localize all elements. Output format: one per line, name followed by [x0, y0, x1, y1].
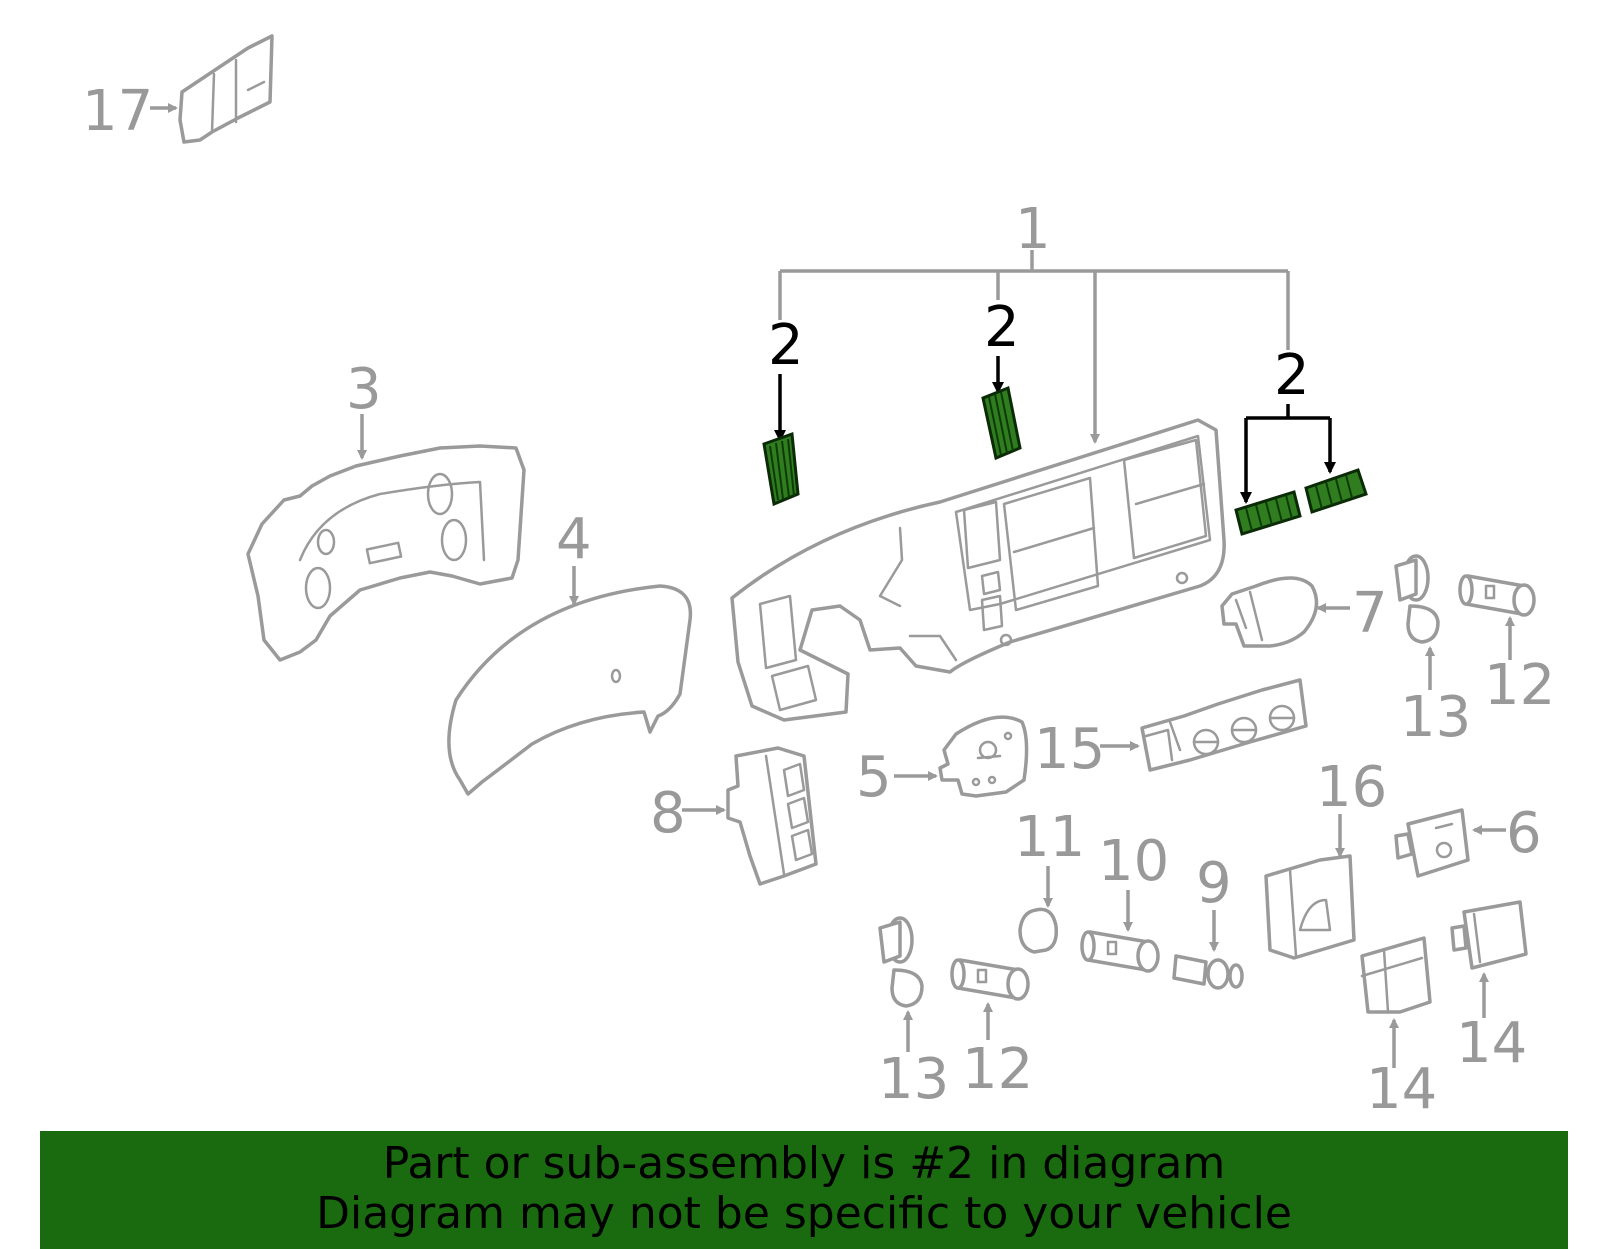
- callout-2-right-bracket: [1240, 404, 1336, 504]
- callout-1-bracket: [778, 250, 1290, 444]
- banner-line-1: Part or sub-assembly is #2 in diagram: [382, 1138, 1226, 1189]
- part-14-switch-right: [1450, 900, 1528, 1018]
- callout-7: 7: [1352, 581, 1388, 646]
- callout-13-right: 13: [1400, 685, 1471, 750]
- info-banner: Part or sub-assembly is #2 in diagram Di…: [40, 1131, 1568, 1249]
- callout-2-center: 2: [984, 295, 1020, 360]
- callout-11: 11: [1014, 805, 1085, 870]
- callout-1: 1: [1015, 197, 1051, 262]
- part-6-switch: [1394, 808, 1506, 878]
- part-4-cluster-lens: [447, 566, 693, 796]
- callout-8: 8: [650, 781, 686, 846]
- callout-16: 16: [1316, 755, 1387, 820]
- callout-2-left: 2: [768, 313, 804, 378]
- callout-15: 15: [1034, 717, 1105, 782]
- part-7-switch: [1220, 576, 1350, 648]
- vent-right-b: [1304, 468, 1368, 514]
- vent-right-a: [1234, 490, 1302, 536]
- callout-17: 17: [82, 79, 153, 144]
- callout-12-right: 12: [1484, 653, 1555, 718]
- part-5-headlamp-switch: [894, 715, 1029, 798]
- part-9-bulb: [1172, 910, 1244, 990]
- callout-14-right: 14: [1456, 1011, 1527, 1076]
- part-10-lamp: [1080, 890, 1160, 973]
- part-3-instrument-cluster: [246, 414, 526, 662]
- callout-3: 3: [346, 357, 382, 422]
- callout-5: 5: [856, 745, 892, 810]
- callout-10: 10: [1098, 829, 1169, 894]
- part-12-lamp-right: [1458, 574, 1536, 660]
- callout-12-left: 12: [962, 1037, 1033, 1102]
- part-13-knob-left: [878, 916, 924, 1052]
- part-17-bracket: [150, 34, 274, 144]
- vent-left: [762, 431, 800, 507]
- callout-13-left: 13: [878, 1047, 949, 1112]
- banner-line-2: Diagram may not be specific to your vehi…: [316, 1188, 1292, 1239]
- part-12-lamp-left: [950, 958, 1030, 1040]
- part-15-climate-control: [1100, 678, 1308, 772]
- part-16-dimmer-switch: [1264, 814, 1356, 960]
- callout-6: 6: [1506, 801, 1542, 866]
- part-1-instrument-panel: [730, 418, 1226, 722]
- callout-14-center: 14: [1366, 1057, 1437, 1122]
- callout-9: 9: [1196, 851, 1232, 916]
- part-11-plug: [1018, 866, 1059, 954]
- callout-4: 4: [556, 507, 592, 572]
- vent-center: [981, 385, 1022, 461]
- part-14-switch-center: [1360, 936, 1432, 1068]
- part-8-switch-bank: [682, 746, 818, 886]
- part-13-knob-right: [1394, 554, 1440, 690]
- callout-2-right: 2: [1274, 343, 1310, 408]
